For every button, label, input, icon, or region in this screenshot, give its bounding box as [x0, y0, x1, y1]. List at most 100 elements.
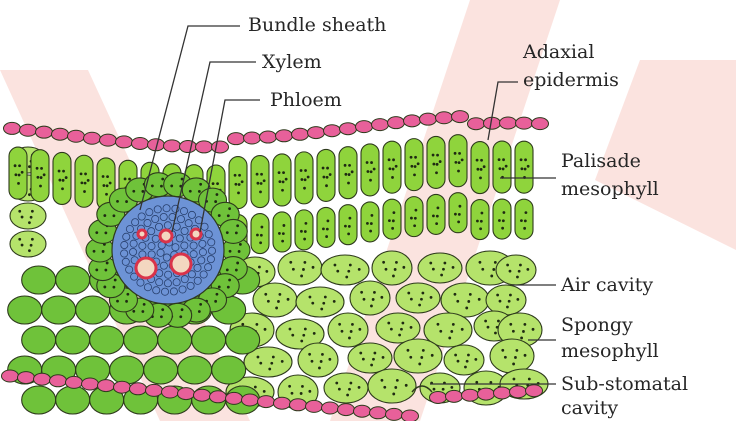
chloroplast: [95, 231, 98, 234]
chloroplast: [502, 158, 505, 161]
chloroplast: [526, 268, 529, 271]
chloroplast: [432, 214, 435, 217]
palisade-cell: [9, 147, 27, 199]
palisade-cell: [53, 152, 71, 204]
chloroplast: [283, 224, 286, 227]
chloroplast: [501, 349, 504, 352]
chloroplast: [458, 213, 461, 216]
chloroplast: [84, 182, 87, 185]
chloroplast: [326, 228, 329, 231]
spongy-cell: [444, 345, 484, 375]
chloroplast: [479, 227, 482, 230]
chloroplast: [366, 222, 369, 225]
chloroplast: [338, 388, 341, 391]
chloroplast: [235, 231, 238, 234]
chloroplast: [161, 178, 164, 181]
adaxial-epidermis-cell: [132, 137, 149, 149]
chloroplast: [303, 187, 306, 190]
chloroplast: [512, 330, 515, 333]
spongy-cell: [298, 343, 338, 377]
chloroplast: [498, 158, 501, 161]
chloroplast: [300, 392, 303, 395]
adaxial-epidermis-cell: [116, 136, 133, 148]
chloroplast: [106, 184, 109, 187]
chloroplast: [348, 225, 351, 228]
chloroplast: [351, 323, 354, 326]
chloroplast: [320, 308, 323, 311]
ground-cell: [226, 326, 260, 354]
palisade-cell: [273, 154, 291, 206]
chloroplast: [413, 224, 416, 227]
chloroplast: [494, 261, 497, 264]
chloroplast: [322, 176, 325, 179]
adaxial-epidermis-cell: [452, 111, 469, 123]
chloroplast: [160, 315, 163, 318]
chloroplast: [302, 268, 305, 271]
abaxial-epidermis-cell: [82, 378, 99, 390]
chloroplast: [380, 296, 383, 299]
chloroplast: [457, 170, 460, 173]
chloroplast: [414, 165, 417, 168]
ground-cell: [42, 296, 76, 324]
chloroplast: [458, 161, 461, 164]
chloroplast: [418, 304, 421, 307]
spongy-cell: [496, 255, 536, 285]
chloroplast: [326, 176, 329, 179]
chloroplast: [307, 176, 310, 179]
chloroplast: [520, 219, 523, 222]
chloroplast: [516, 276, 519, 279]
chloroplast: [106, 175, 109, 178]
abaxial-epidermis-cell: [370, 407, 387, 419]
abaxial-epidermis-cell: [290, 399, 307, 411]
chloroplast: [410, 165, 413, 168]
chloroplast: [241, 323, 244, 326]
chloroplast: [429, 262, 432, 265]
label-spongy-line1: Spongy: [561, 314, 633, 336]
chloroplast: [104, 231, 107, 234]
chloroplast: [450, 386, 453, 389]
chloroplast: [113, 214, 116, 217]
chloroplast: [480, 159, 483, 162]
chloroplast: [300, 178, 303, 181]
ground-cell: [10, 231, 46, 257]
chloroplast: [457, 220, 460, 223]
abaxial-epidermis-cell: [242, 394, 259, 406]
palisade-cell: [317, 207, 335, 247]
chloroplast: [278, 180, 281, 183]
chloroplast: [43, 173, 46, 176]
chloroplast: [28, 221, 31, 224]
chloroplast: [109, 182, 112, 185]
chloroplast: [103, 286, 106, 289]
chloroplast: [524, 219, 527, 222]
chloroplast: [254, 386, 257, 389]
chloroplast: [414, 156, 417, 159]
chloroplast: [300, 275, 303, 278]
chloroplast: [116, 200, 119, 203]
adaxial-epidermis-cell: [292, 128, 309, 140]
palisade-cell: [251, 156, 269, 208]
chloroplast: [414, 217, 417, 220]
chloroplast: [334, 264, 337, 267]
label-adaxial-line2: epidermis: [523, 69, 619, 91]
chloroplast: [392, 168, 395, 171]
chloroplast: [104, 269, 107, 272]
chloroplast: [476, 220, 479, 223]
chloroplast: [407, 349, 410, 352]
chloroplast: [304, 230, 307, 233]
chloroplast: [458, 152, 461, 155]
xylem-vessel: [138, 230, 146, 238]
chloroplast: [435, 171, 438, 174]
chloroplast: [391, 176, 394, 179]
chloroplast: [524, 158, 527, 161]
chloroplast: [494, 332, 497, 335]
chloroplast: [229, 250, 232, 253]
chloroplast: [366, 161, 369, 164]
chloroplast: [410, 156, 413, 159]
spongy-cell: [368, 369, 416, 403]
chloroplast: [452, 323, 455, 326]
chloroplast: [395, 165, 398, 168]
chloroplast: [349, 382, 352, 385]
chloroplast: [281, 360, 284, 363]
chloroplast: [87, 179, 90, 182]
adaxial-epidermis-cell: [388, 117, 405, 129]
